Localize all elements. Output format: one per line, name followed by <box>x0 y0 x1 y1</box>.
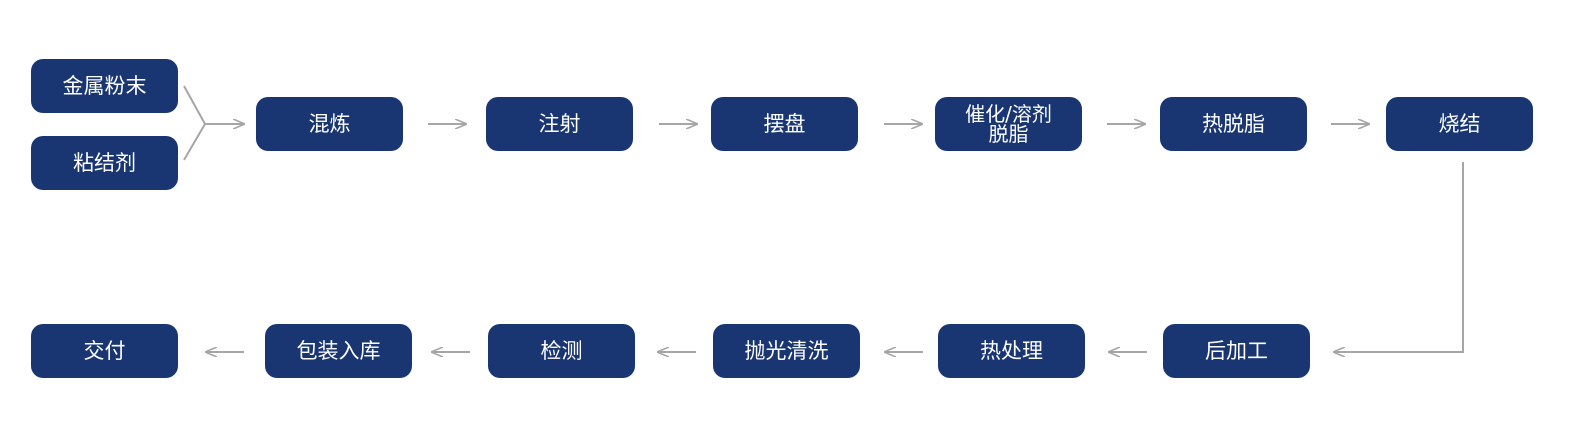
node-catalytic-solvent-debinding-label: 催化/溶剂 脱脂 <box>965 102 1052 146</box>
node-post-processing: 后加工 <box>1163 324 1310 378</box>
node-delivery: 交付 <box>31 324 178 378</box>
node-heat-treatment: 热处理 <box>938 324 1085 378</box>
elbow-connector <box>1334 162 1464 352</box>
node-binder: 粘结剂 <box>31 136 178 190</box>
node-sintering: 烧结 <box>1386 97 1533 151</box>
merge-connector <box>183 85 207 161</box>
node-metal-powder: 金属粉末 <box>31 59 178 113</box>
node-catalytic-solvent-debinding: 催化/溶剂 脱脂 <box>935 97 1082 151</box>
node-mixing: 混炼 <box>256 97 403 151</box>
node-injection: 注射 <box>486 97 633 151</box>
node-tray-loading: 摆盘 <box>711 97 858 151</box>
node-thermal-debinding: 热脱脂 <box>1160 97 1307 151</box>
node-inspection: 检测 <box>488 324 635 378</box>
node-packaging-storage: 包装入库 <box>265 324 412 378</box>
node-polishing-cleaning: 抛光清洗 <box>713 324 860 378</box>
